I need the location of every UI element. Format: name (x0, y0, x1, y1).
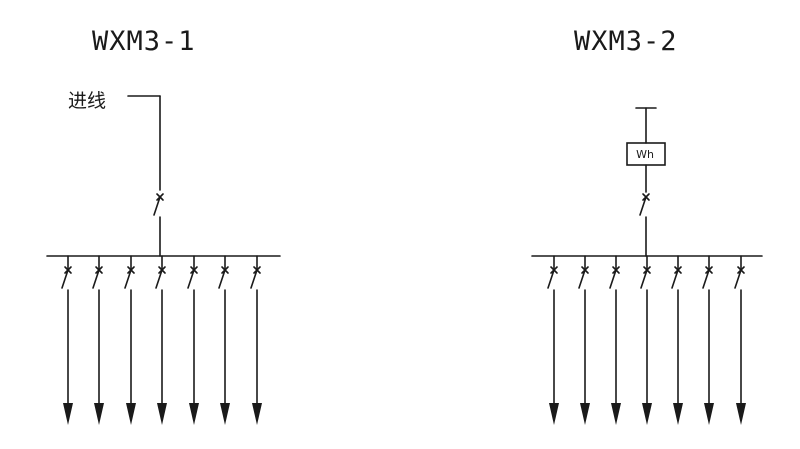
feeder-1 (61, 255, 73, 425)
feeder-arrow (673, 403, 683, 425)
feeder-breaker (124, 266, 135, 289)
feeder-arrow (252, 403, 262, 425)
feeder-4 (640, 255, 652, 425)
feeder-arrow (642, 403, 652, 425)
feeder-7 (734, 255, 746, 425)
feeder-arrow (189, 403, 199, 425)
feeder-arrow (549, 403, 559, 425)
feeder-breaker (578, 266, 589, 289)
feeder-7 (250, 255, 262, 425)
feeder-3 (609, 255, 621, 425)
feeder-breaker (218, 266, 229, 289)
feeder-arrow (611, 403, 621, 425)
feeder-breaker (671, 266, 682, 289)
panel-1-title: WXM3-1 (92, 26, 196, 57)
panel-2-circuit (531, 107, 763, 425)
feeder-breaker (640, 266, 651, 289)
feeder-6 (218, 255, 230, 425)
incoming-line-label: 进线 (68, 90, 107, 112)
feeder-arrow (736, 403, 746, 425)
panel-1-circuit (46, 95, 281, 425)
main-breaker (639, 193, 650, 216)
feeder-arrow (157, 403, 167, 425)
feeder-arrow (63, 403, 73, 425)
feeder-3 (124, 255, 136, 425)
feeder-breaker (155, 266, 166, 289)
feeder-breaker (547, 266, 558, 289)
energy-meter-label: Wh (636, 147, 654, 161)
feeder-2 (578, 255, 590, 425)
feeder-1 (547, 255, 559, 425)
feeder-4 (155, 255, 167, 425)
main-breaker (153, 193, 164, 216)
feeder-5 (187, 255, 199, 425)
feeder-breaker (609, 266, 620, 289)
feeder-breaker (61, 266, 72, 289)
feeder-arrow (220, 403, 230, 425)
panel-2-title: WXM3-2 (574, 26, 678, 57)
feeder-breaker (702, 266, 713, 289)
feeder-2 (92, 255, 104, 425)
feeder-breaker (92, 266, 103, 289)
feeder-arrow (580, 403, 590, 425)
feeder-breaker (187, 266, 198, 289)
feeder-breaker (250, 266, 261, 289)
feeder-arrow (704, 403, 714, 425)
feeder-6 (702, 255, 714, 425)
feeder-arrow (94, 403, 104, 425)
feeder-arrow (126, 403, 136, 425)
feeder-5 (671, 255, 683, 425)
feeder-breaker (734, 266, 745, 289)
